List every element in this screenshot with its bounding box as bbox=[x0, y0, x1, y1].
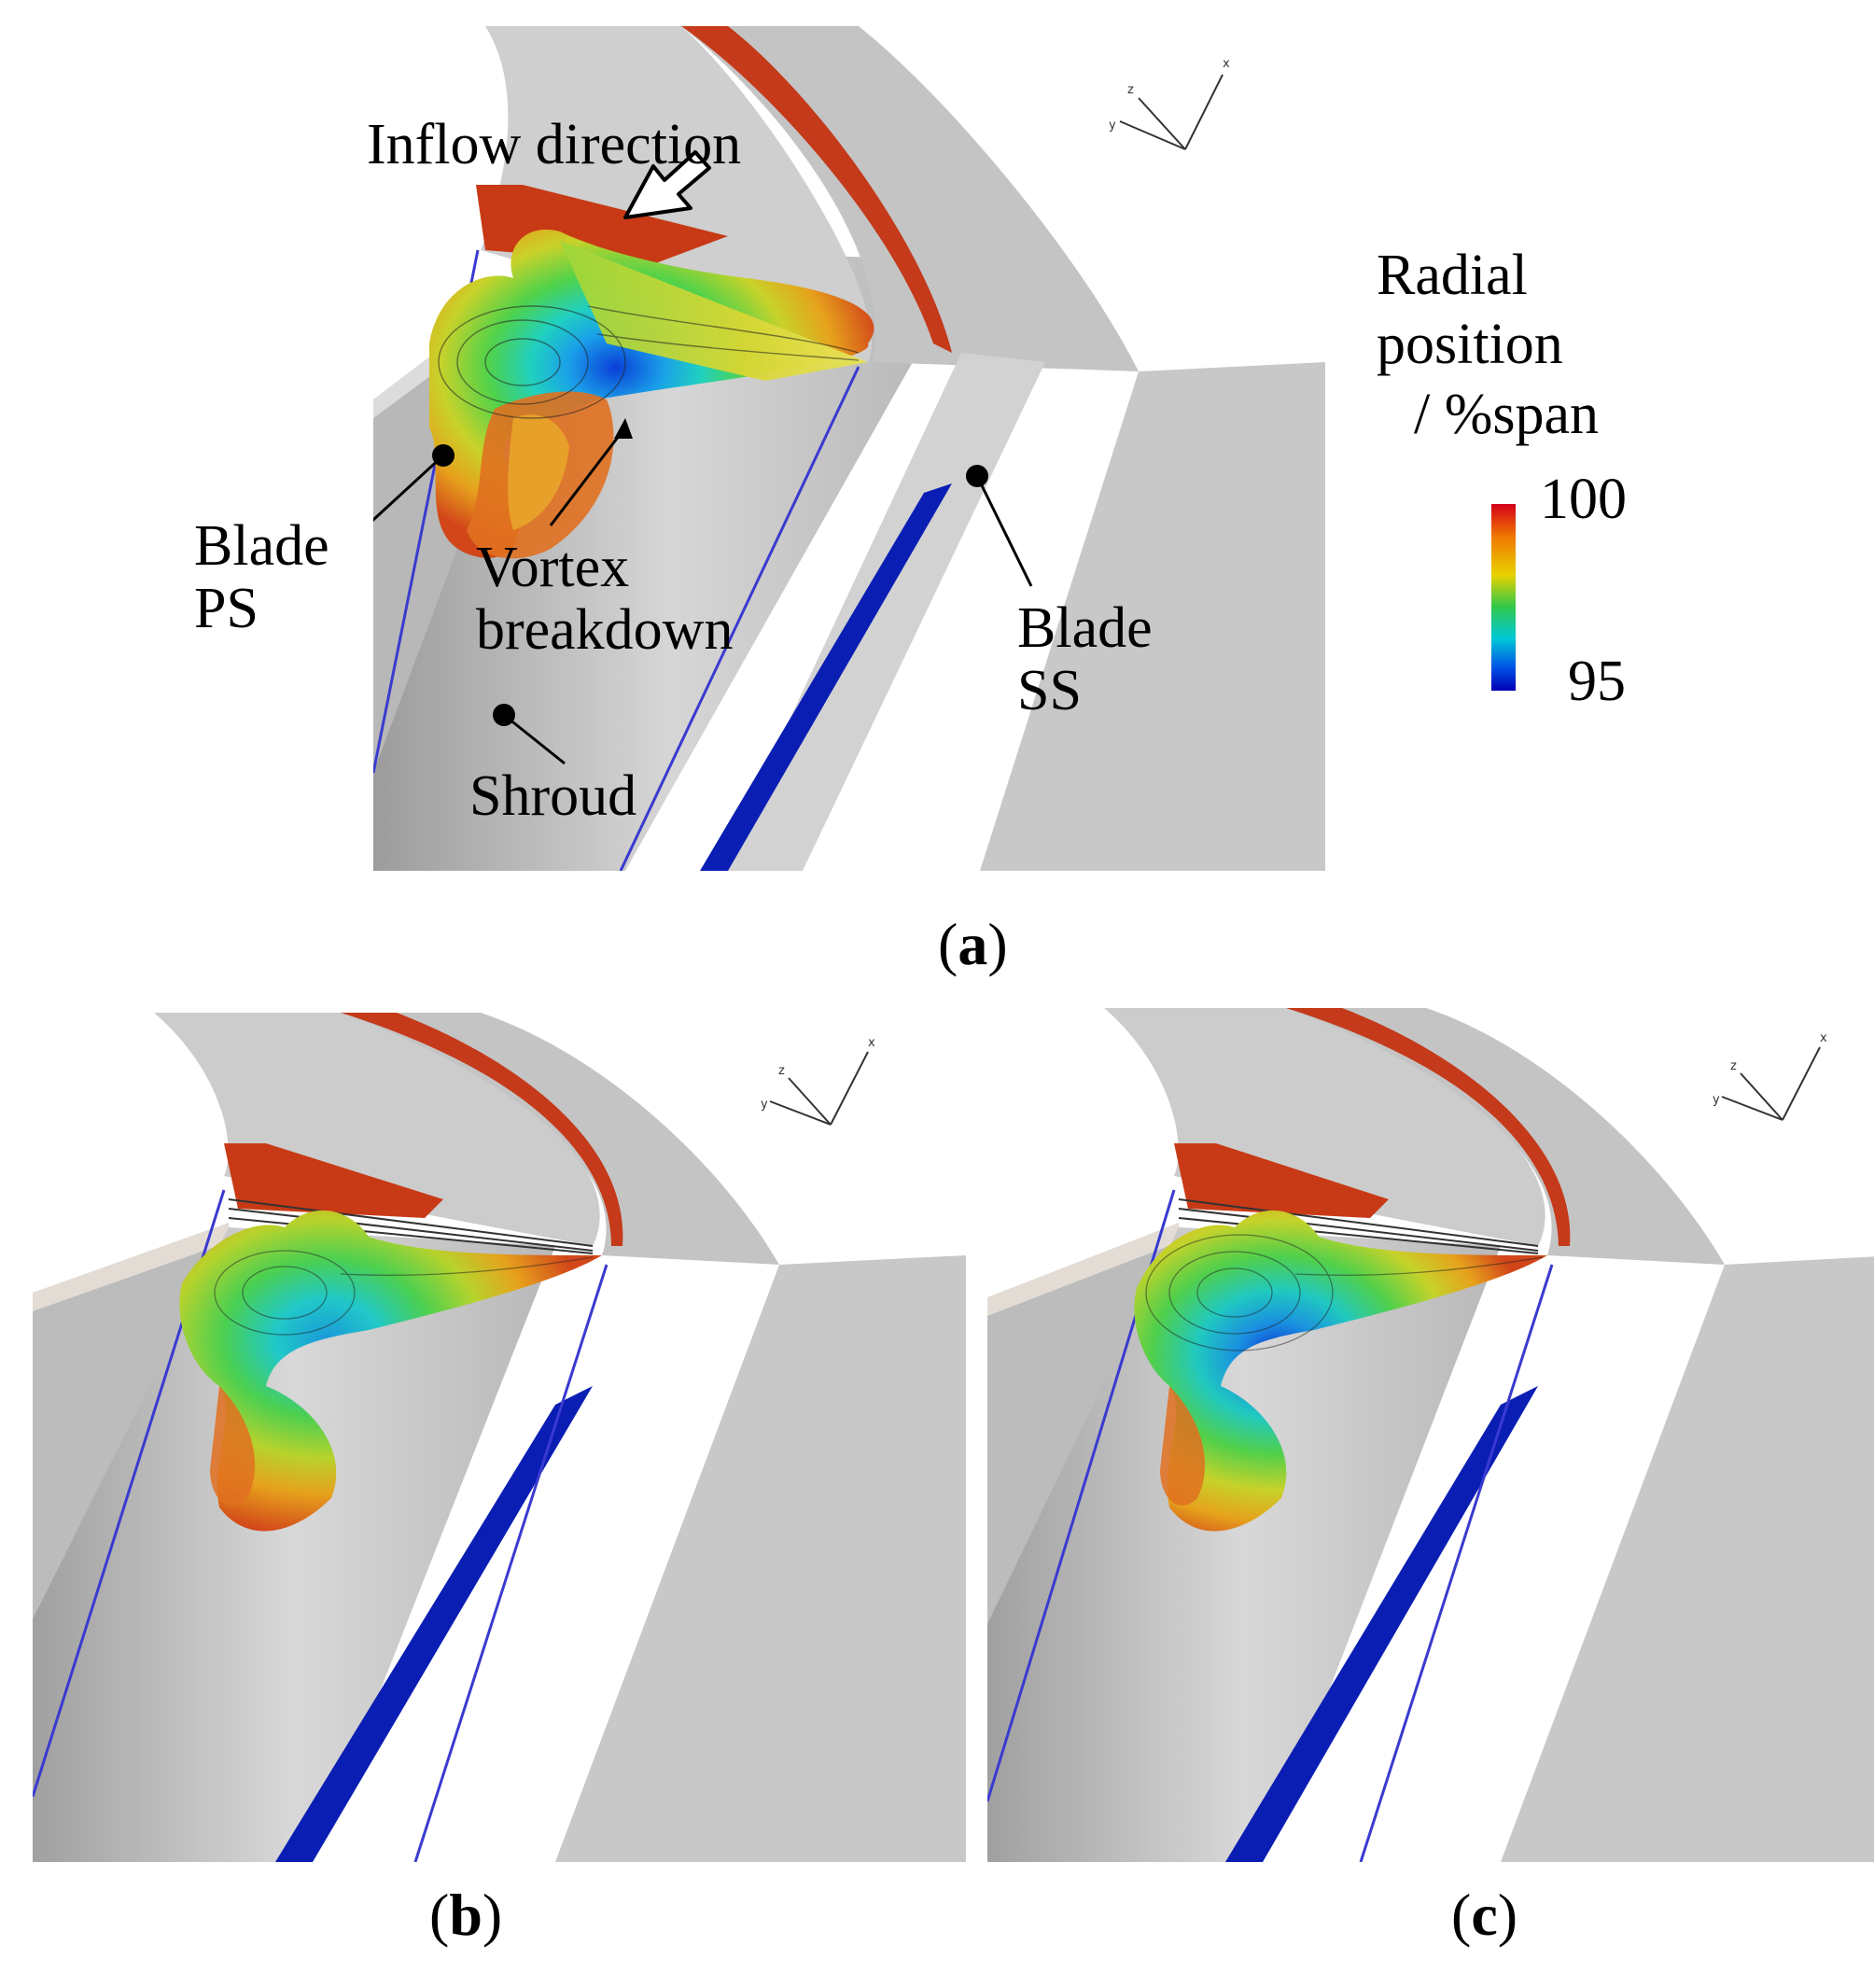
blade-ss-label: Blade SS bbox=[1017, 597, 1153, 722]
axis-z-label: z bbox=[1127, 83, 1134, 97]
caption-b-letter: b bbox=[449, 1882, 482, 1948]
caption-a: (a) bbox=[938, 911, 1008, 977]
inflow-direction-label: Inflow direction bbox=[367, 113, 742, 176]
axis-y-label-b: y bbox=[761, 1098, 768, 1112]
vortex-breakdown-label: Vortex breakdown bbox=[476, 537, 733, 662]
blade-tip-render-a bbox=[373, 26, 1325, 871]
vortex-breakdown-line-1: Vortex bbox=[476, 536, 630, 599]
blade-ps-label: Blade PS bbox=[194, 515, 329, 640]
axis-triad-a: x y z bbox=[1109, 57, 1230, 150]
axis-z-label-b: z bbox=[778, 1064, 785, 1078]
caption-c-letter: c bbox=[1471, 1882, 1498, 1948]
blade-ps-line-2: PS bbox=[194, 576, 259, 640]
blade-ss-line-1: Blade bbox=[1017, 596, 1153, 660]
axis-x-label-b: x bbox=[868, 1036, 875, 1050]
colorbar-max-label: 100 bbox=[1540, 468, 1627, 531]
colorbar bbox=[1491, 504, 1516, 691]
axis-y-label-c: y bbox=[1713, 1093, 1720, 1107]
panel-c-render bbox=[987, 1008, 1874, 1862]
legend-title-line-3: / %span bbox=[1414, 382, 1600, 446]
axis-x-label-c: x bbox=[1820, 1031, 1827, 1045]
colorbar-min-label: 95 bbox=[1568, 650, 1626, 713]
legend-title-line-2: position bbox=[1377, 313, 1563, 377]
axis-y-label: y bbox=[1109, 119, 1116, 133]
vortex-breakdown-line-2: breakdown bbox=[476, 597, 734, 662]
caption-c: (c) bbox=[1451, 1882, 1518, 1948]
blade-tip-render-b bbox=[33, 1013, 966, 1862]
blade-ss-line-2: SS bbox=[1017, 658, 1082, 722]
shroud-label: Shroud bbox=[469, 764, 637, 828]
axis-z-label-c: z bbox=[1730, 1059, 1737, 1073]
legend-title-line-1: Radial bbox=[1377, 244, 1528, 307]
axis-x-label: x bbox=[1223, 57, 1230, 71]
legend-title: Radial position / %span bbox=[1377, 241, 1599, 449]
panel-a-render bbox=[373, 26, 1325, 871]
panel-b-render bbox=[33, 1013, 966, 1862]
blade-ps-line-1: Blade bbox=[194, 514, 329, 578]
caption-b: (b) bbox=[429, 1882, 503, 1948]
axis-triad-c: x y z bbox=[1713, 1031, 1827, 1121]
axis-triad-b: x y z bbox=[761, 1036, 875, 1126]
blade-tip-render-c bbox=[987, 1008, 1874, 1862]
caption-a-letter: a bbox=[958, 911, 988, 977]
